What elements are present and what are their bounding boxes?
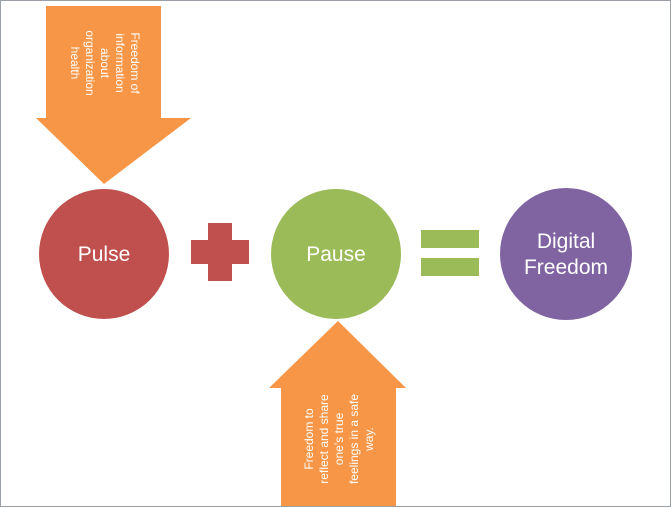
bottom-arrow-text-line-3: one’s true xyxy=(332,412,346,465)
pulse-label: Pulse xyxy=(78,243,131,266)
top-arrow-shape xyxy=(36,6,191,184)
equals-bottom-bar xyxy=(421,258,479,276)
pulse-node: Pulse xyxy=(39,189,169,319)
top-arrow-text: Freedom ofinformationaboutorganizationhe… xyxy=(68,30,142,95)
bottom-arrow-text: Freedom toreflect and shareone’s truefee… xyxy=(302,394,376,484)
bottom-arrow-text-line-5: way. xyxy=(362,427,376,452)
digital-freedom-circle xyxy=(500,188,632,320)
top-arrow-text-line-5: health xyxy=(68,47,82,80)
bottom-arrow-shape xyxy=(269,321,406,506)
top-arrow-text-line-4: organization xyxy=(83,30,97,95)
bottom-arrow: Freedom toreflect and shareone’s truefee… xyxy=(269,321,406,506)
top-arrow: Freedom ofinformationaboutorganizationhe… xyxy=(36,6,191,184)
pause-circle xyxy=(271,189,401,319)
digital-freedom-node: Digital Freedom xyxy=(500,188,632,320)
digital-freedom-label-line-1: Digital xyxy=(537,230,595,253)
bottom-arrow-text-line-2: reflect and share xyxy=(317,394,331,484)
top-arrow-text-line-3: about xyxy=(98,48,112,79)
plus-vertical-bar xyxy=(208,223,232,281)
digital-freedom-label-line-2: Freedom xyxy=(524,256,608,279)
bottom-arrow-text-line-4: feelings in a safe xyxy=(347,394,361,484)
equals-top-bar xyxy=(421,230,479,248)
top-arrow-text-line-2: information xyxy=(113,33,127,92)
pulse-circle xyxy=(39,189,169,319)
bottom-arrow-text-line-1: Freedom to xyxy=(302,408,316,470)
equals-icon xyxy=(421,230,479,276)
plus-icon xyxy=(191,223,249,281)
top-arrow-text-line-1: Freedom of xyxy=(128,32,142,94)
pause-label: Pause xyxy=(306,243,366,266)
pause-node: Pause xyxy=(271,189,401,319)
